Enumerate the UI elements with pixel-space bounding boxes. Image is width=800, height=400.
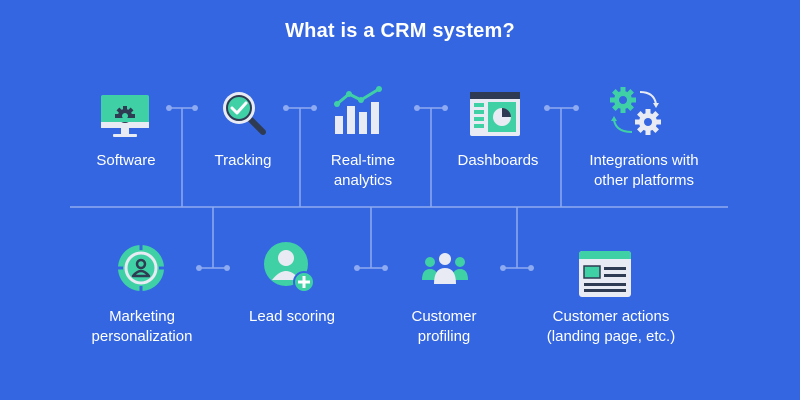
label-tracking: Tracking bbox=[214, 152, 272, 169]
label-customer-actions: Customer actions (landing page, etc.) bbox=[546, 308, 676, 345]
label-marketing-personalization: Marketing personalization bbox=[91, 308, 193, 345]
label-lead-scoring: Lead scoring bbox=[249, 308, 335, 325]
connector-dot bbox=[311, 105, 317, 111]
page-title: What is a CRM system? bbox=[285, 20, 515, 42]
label-customer-profiling: Customer profiling bbox=[411, 308, 477, 345]
gears-sync-icon bbox=[610, 87, 661, 135]
connector-dot bbox=[382, 265, 388, 271]
label-integrations: Integrations with other platforms bbox=[589, 152, 699, 189]
connector-dot bbox=[573, 105, 579, 111]
monitor-gear-icon bbox=[101, 95, 149, 137]
connector-dot bbox=[544, 105, 550, 111]
connector-dot bbox=[500, 265, 506, 271]
label-real-time-analytics: Real-time analytics bbox=[330, 152, 396, 189]
connector-dot bbox=[283, 105, 289, 111]
browser-window-icon bbox=[579, 251, 631, 297]
connector-dot bbox=[196, 265, 202, 271]
connector-dot bbox=[442, 105, 448, 111]
connector-dot bbox=[224, 265, 230, 271]
connector-dot bbox=[166, 105, 172, 111]
connector-dot bbox=[528, 265, 534, 271]
connector-dot bbox=[354, 265, 360, 271]
label-software: Software bbox=[96, 152, 156, 169]
user-group-icon bbox=[422, 253, 468, 284]
dashboard-panel-icon bbox=[470, 92, 520, 136]
connector-dot bbox=[414, 105, 420, 111]
connector-dot bbox=[192, 105, 198, 111]
magnifier-check-icon bbox=[223, 92, 266, 135]
bar-chart-trend-icon bbox=[334, 86, 382, 134]
user-add-icon bbox=[264, 242, 315, 293]
label-dashboards: Dashboards bbox=[457, 152, 539, 169]
target-person-icon bbox=[115, 242, 167, 294]
